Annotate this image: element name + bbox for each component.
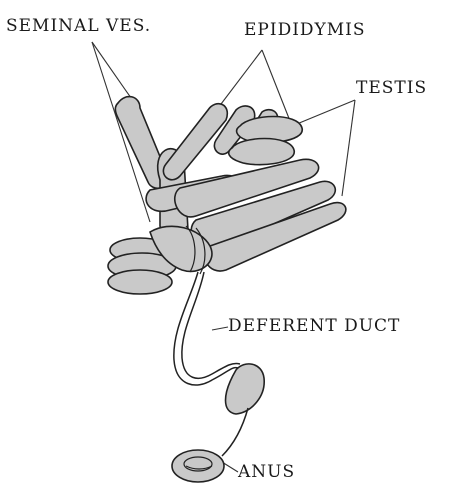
- label-deferent-duct: DEFERENT DUCT: [228, 318, 400, 335]
- leader-testis-lower: [342, 100, 355, 196]
- anus-organ: [172, 450, 224, 482]
- ampulla: [222, 364, 264, 456]
- leader-epididymis-left: [218, 50, 262, 108]
- label-seminal-vesicle: SEMINAL VES.: [6, 18, 151, 35]
- leader-testis-upper: [292, 100, 355, 126]
- lower-coil-cluster: [108, 226, 212, 294]
- leader-deferent-duct: [212, 327, 228, 330]
- label-anus: ANUS: [238, 464, 295, 481]
- label-epididymis: EPIDIDYMIS: [244, 22, 366, 39]
- label-testis: TESTIS: [356, 80, 427, 97]
